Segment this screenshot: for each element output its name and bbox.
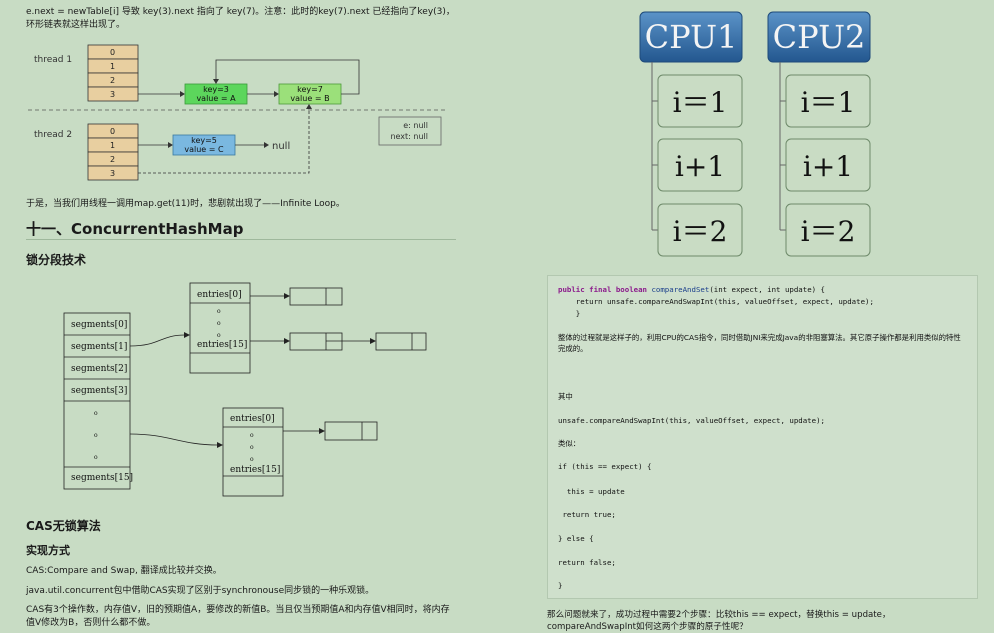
e-null: e: null	[403, 121, 428, 130]
thread2-label: thread 2	[34, 130, 72, 140]
segment-dot: o	[94, 432, 98, 439]
cas-description: CAS有3个操作数，内存值V，旧的预期值A，要修改的新值B。当且仅当预期值A和内…	[26, 605, 450, 628]
thread1-table: 0 1 2 3	[87, 44, 139, 102]
intro-paragraph: e.next = newTable[i] 导致 key(3).next 指向了 …	[26, 7, 455, 30]
hashmap-loop-diagram: thread 1 0 1 2 3 key=3 value = A key=7 v…	[28, 44, 446, 181]
code-return-false: return false;	[558, 558, 616, 567]
next-null: next: null	[390, 132, 428, 141]
cpu1-label: CPU1	[645, 18, 738, 56]
left-column: e.next = newTable[i] 导致 key(3).next 指向了 …	[0, 0, 474, 633]
entries-label: entries[15]	[230, 465, 280, 475]
code-sig-args: (int expect, int update) {	[709, 285, 826, 294]
node-key7-line2: value = B	[290, 94, 329, 103]
entries-dot: o	[217, 332, 221, 339]
node-key3: key=3 value = A	[184, 83, 248, 105]
section-title: 十一、ConcurrentHashMap	[26, 220, 244, 238]
entries-dot: o	[250, 456, 254, 463]
thread1-slot: 3	[110, 90, 115, 99]
cpu2-label: CPU2	[773, 18, 866, 56]
cpu2-item: i+1	[803, 150, 853, 183]
segment-title: 锁分段技术	[26, 253, 87, 267]
segment-label: segments[1]	[71, 342, 127, 352]
segment-label: segments[3]	[71, 386, 127, 396]
thread2-slot: 3	[110, 169, 115, 178]
infinite-loop-paragraph: 于是，当我们用线程一调用map.get(11)时，悲剧就出现了——Infinit…	[26, 199, 345, 209]
impl-title: 实现方式	[26, 544, 70, 557]
code-among: 其中	[558, 392, 573, 401]
thread1-slot: 0	[110, 48, 115, 57]
segments-diagram: segments[0] segments[1] segments[2] segm…	[63, 282, 427, 497]
node-key5-line2: value = C	[184, 145, 224, 154]
node-key5: key=5 value = C	[172, 134, 236, 156]
node-key3-line2: value = A	[196, 94, 236, 103]
thread1-slot: 1	[110, 62, 115, 71]
segment-dot: o	[94, 410, 98, 417]
thread1-slot: 2	[110, 76, 115, 85]
thread2-slot: 1	[110, 141, 115, 150]
cpu1-item: i+1	[675, 150, 725, 183]
cpu1-group: CPU1 i＝1 i+1 i＝2	[639, 11, 743, 257]
segment-label: segments[15]	[71, 473, 133, 483]
cpu2-item: i＝2	[801, 215, 856, 248]
code-return-true: return true;	[558, 510, 616, 519]
thread1-label: thread 1	[34, 55, 72, 65]
code-close: }	[558, 309, 581, 318]
code-call: unsafe.compareAndSwapInt(this, valueOffs…	[558, 416, 825, 425]
code-sig-name: compareAndSet	[651, 285, 710, 294]
node-key7: key=7 value = B	[278, 83, 342, 105]
cpu1-item: i＝2	[673, 215, 728, 248]
section-rule	[26, 239, 456, 240]
entries-label: entries[0]	[230, 414, 275, 424]
code-return-line: return unsafe.compareAndSwapInt(this, va…	[558, 297, 874, 306]
code-sig-keywords: public final boolean	[558, 285, 652, 294]
cas-package: java.util.concurrent包中借助CAS实现了区别于synchro…	[26, 586, 375, 596]
entries-dot: o	[217, 308, 221, 315]
cpu2-group: CPU2 i＝1 i+1 i＝2	[767, 11, 871, 257]
node-key5-line1: key=5	[191, 136, 217, 145]
code-assign: this = update	[558, 487, 625, 496]
thread2-table: 0 1 2 3	[87, 123, 139, 181]
code-signature: public final boolean compareAndSet(int e…	[558, 285, 825, 294]
right-column: CPU1 i＝1 i+1 i＝2 CPU2 i＝1 i+1 i＝2	[494, 0, 994, 633]
entries-dot: o	[250, 444, 254, 451]
entries-dot: o	[217, 320, 221, 327]
segment-label: segments[2]	[71, 364, 127, 374]
cas-definition: CAS:Compare and Swap, 翻译成比较并交换。	[26, 566, 222, 576]
cpu2-item: i＝1	[801, 86, 856, 119]
node-key7-line1: key=7	[297, 85, 323, 94]
code-if: if (this == expect) {	[558, 462, 652, 471]
segment-label: segments[0]	[71, 320, 127, 330]
cpu1-item: i＝1	[673, 86, 728, 119]
bottom-question: 那么问题就来了，成功过程中需要2个步骤：比较this == expect，替换t…	[547, 610, 891, 632]
code-box: public final boolean compareAndSet(int e…	[547, 275, 978, 599]
entries-label: entries[15]	[197, 340, 247, 350]
entries-dot: o	[250, 432, 254, 439]
code-else: } else {	[558, 534, 594, 543]
segment-dot: o	[94, 454, 98, 461]
cpu-diagram: CPU1 i＝1 i+1 i＝2 CPU2 i＝1 i+1 i＝2	[639, 11, 871, 257]
entries-label: entries[0]	[197, 290, 242, 300]
e-next-box: e: null next: null	[378, 116, 442, 146]
cas-title: CAS无锁算法	[26, 519, 101, 533]
code-explain: 整体的过程就是这样子的，利用CPU的CAS指令，同时借助JNI来完成Java的非…	[558, 333, 961, 353]
code-close-final: }	[558, 581, 563, 590]
thread2-slot: 2	[110, 155, 115, 164]
code-similar: 类似：	[558, 439, 581, 448]
null-text: null	[272, 141, 290, 152]
node-key3-line1: key=3	[203, 85, 229, 94]
thread2-slot: 0	[110, 127, 115, 136]
